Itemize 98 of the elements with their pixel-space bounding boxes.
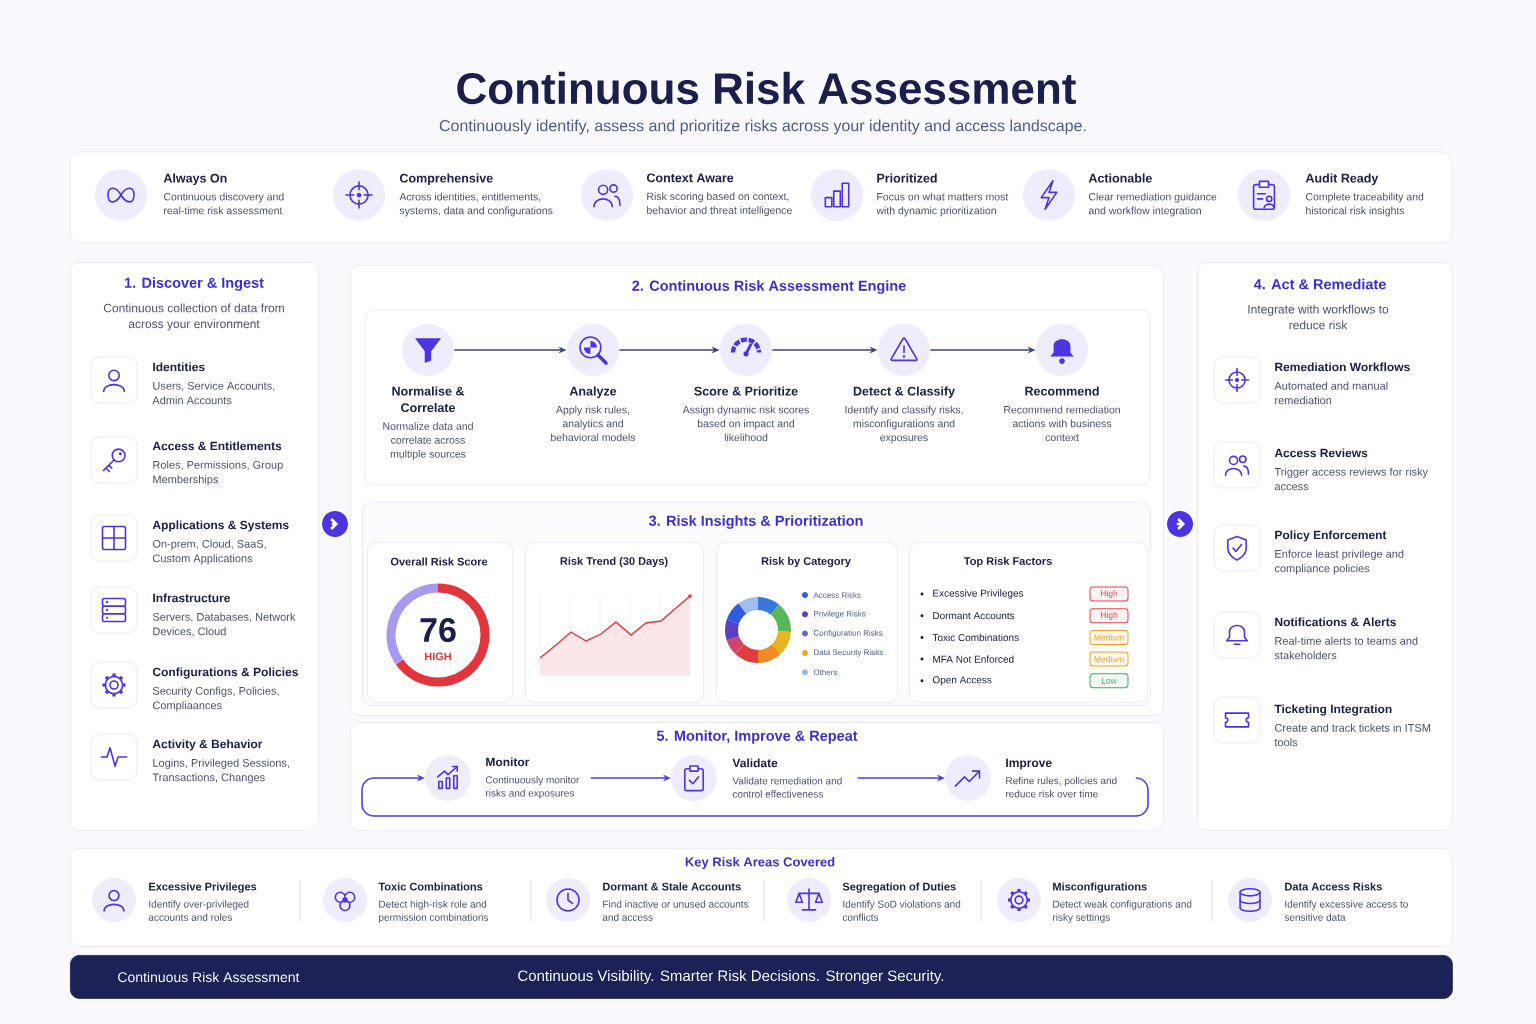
title: Continuous Risk Assessment bbox=[457, 71, 1076, 105]
item-title: Validate bbox=[732, 758, 778, 768]
item-title: Policy Enforcement bbox=[1275, 530, 1387, 542]
chevron-arrow bbox=[1167, 511, 1193, 537]
legend-label: Data Security Risks bbox=[814, 649, 883, 657]
card-heading: Top Risk Factors bbox=[963, 556, 1052, 568]
chevron-arrow bbox=[322, 511, 348, 537]
legend-label: Access Risks bbox=[813, 592, 861, 598]
step-description: Identify and classify risks, misconfigurations and exposures bbox=[845, 405, 963, 444]
item-description: Across identities, entitlements, systems, data and configurations bbox=[399, 192, 553, 217]
section-heading: 1. Discover & Ingest bbox=[124, 277, 264, 291]
legend-label: Configuration Risks bbox=[813, 629, 883, 638]
item-description: Complete traceability and historical risk insights bbox=[1305, 192, 1424, 217]
severity-badge: Medium bbox=[1089, 651, 1129, 667]
step-description: Apply risk rules, analytics and behavioral models bbox=[551, 405, 636, 442]
step-title: Score & Prioritize bbox=[694, 386, 798, 396]
item-description: Trigger access reviews for risky access bbox=[1274, 467, 1428, 491]
item-title: Monitor bbox=[486, 757, 530, 767]
step-title: Analyze bbox=[569, 386, 617, 399]
item-title: Audit Ready bbox=[1305, 173, 1379, 186]
item-description: Detect weak configurations and risky settings bbox=[1053, 900, 1192, 923]
severity-badge: High bbox=[1089, 608, 1129, 624]
item-title: Configurations & Policies bbox=[152, 667, 298, 679]
section-heading: 5. Monitor, Improve & Repeat bbox=[656, 730, 858, 744]
loop-arrow bbox=[361, 774, 1149, 817]
item-description: Identify over-privileged accounts and roles bbox=[148, 900, 249, 921]
item-description: Logins, Privileged Sessions, Transactions, Changes bbox=[152, 758, 289, 784]
item-description: Servers, Databases, Network Devices, Cloud bbox=[152, 612, 296, 637]
item-title: Data Access Risks bbox=[1285, 882, 1382, 891]
risk-factor: MFA Not Enforced bbox=[920, 655, 1014, 663]
item-title: Segregation of Duties bbox=[842, 882, 956, 893]
item-title: Always On bbox=[163, 173, 227, 186]
risk-factor: Toxic Combinations bbox=[920, 633, 1019, 642]
severity-badge: Medium bbox=[1089, 629, 1129, 645]
severity-badge: High bbox=[1089, 586, 1129, 602]
item-description: Automated and manual remediation bbox=[1274, 381, 1388, 405]
item-description: Enforce least privilege and compliance policies bbox=[1274, 549, 1404, 575]
item-description: Continuous discovery and real-time risk assessment bbox=[163, 192, 284, 215]
item-title: Access Reviews bbox=[1274, 448, 1368, 458]
item-description: Users, Service Accounts, Admin Accounts bbox=[152, 381, 275, 405]
subtitle: Continuously identify, assess and prioritize risks across your identity and access landscape. bbox=[439, 119, 1086, 135]
item-title: Dormant & Stale Accounts bbox=[603, 882, 741, 891]
section-heading: 2. Continuous Risk Assessment Engine bbox=[632, 280, 906, 294]
item-title: Improve bbox=[1006, 758, 1052, 770]
tagline: Continuous Visibility. Smarter Risk Decisions. Stronger Security. bbox=[518, 970, 944, 984]
item-title: Access & Entitlements bbox=[152, 441, 282, 451]
item-description: Validate remediation and control effectiveness bbox=[732, 777, 842, 798]
step-description: Normalize data and correlate across multiple sources bbox=[383, 422, 473, 460]
item-title: Actionable bbox=[1088, 173, 1152, 183]
risk-factor: Excessive Privileges bbox=[920, 589, 1024, 599]
item-title: Excessive Privileges bbox=[149, 882, 257, 893]
step-title: Recommend bbox=[1025, 386, 1099, 396]
step-description: Assign dynamic risk scores based on impact and likelihood bbox=[682, 405, 809, 442]
item-description: Real-time alerts to teams and stakeholders bbox=[1274, 636, 1418, 660]
risk-factor: Dormant Accounts bbox=[920, 612, 1015, 620]
item-description: Roles, Permissions, Group Memberships bbox=[153, 460, 283, 486]
section-description: Integrate with workflows to reduce risk bbox=[1248, 304, 1389, 330]
legend-label: Others bbox=[813, 669, 838, 676]
item-description: Find inactive or unused accounts and access bbox=[602, 900, 749, 921]
score-level: HIGH bbox=[425, 652, 452, 661]
item-description: Identify excessive access to sensitive data bbox=[1284, 900, 1408, 921]
section-heading: 3. Risk Insights & Prioritization bbox=[648, 515, 863, 529]
item-description: Continuously monitor risks and exposures bbox=[485, 776, 580, 799]
item-description: Create and track tickets in ITSM tools bbox=[1274, 723, 1430, 747]
score-value: 76 bbox=[420, 617, 456, 643]
footer-title: Continuous Risk Assessment bbox=[118, 971, 300, 983]
section-heading: 4. Act & Remediate bbox=[1253, 278, 1386, 290]
card-heading: Risk by Category bbox=[761, 556, 851, 568]
section-description: Continuous collection of data from across your environment bbox=[103, 303, 284, 331]
step-description: Recommend remediation actions with business context bbox=[1004, 405, 1120, 442]
card-heading: Risk Trend (30 Days) bbox=[560, 556, 668, 568]
item-title: Comprehensive bbox=[399, 173, 493, 186]
section-heading: Key Risk Areas Covered bbox=[685, 856, 835, 870]
item-title: Context Aware bbox=[646, 173, 734, 183]
item-description: On-prem, Cloud, SaaS, Custom Applications bbox=[152, 539, 266, 565]
item-title: Infrastructure bbox=[153, 593, 230, 603]
risk-factor: Open Access bbox=[920, 676, 992, 686]
item-title: Remediation Workflows bbox=[1275, 362, 1410, 372]
item-title: Identities bbox=[153, 362, 205, 372]
legend-label: Privilege Risks bbox=[814, 610, 866, 619]
step-title: Normalise & Correlate bbox=[392, 386, 465, 413]
item-title: Notifications & Alerts bbox=[1275, 617, 1396, 627]
item-title: Toxic Combinations bbox=[378, 882, 483, 891]
item-description: Focus on what matters most with dynamic prioritization bbox=[876, 192, 1009, 217]
item-title: Prioritized bbox=[877, 173, 937, 183]
item-description: Security Configs, Policies, Compliaances bbox=[152, 686, 279, 712]
item-title: Activity & Behavior bbox=[152, 739, 263, 751]
item-description: Identify SoD violations and conflicts bbox=[842, 900, 961, 921]
item-title: Ticketing Integration bbox=[1274, 704, 1392, 716]
item-title: Applications & Systems bbox=[152, 520, 289, 532]
card-heading: Overall Risk Score bbox=[390, 557, 488, 566]
item-title: Misconfigurations bbox=[1053, 882, 1147, 893]
item-description: Risk scoring based on context, behavior and threat intelligence bbox=[647, 192, 792, 217]
item-description: Clear remediation guidance and workflow integration bbox=[1088, 192, 1217, 217]
item-description: Refine rules, policies and reduce risk over time bbox=[1006, 776, 1117, 798]
step-title: Detect & Classify bbox=[853, 386, 955, 399]
severity-badge: Low bbox=[1089, 673, 1129, 689]
item-description: Detect high-risk role and permission combinations bbox=[379, 900, 489, 923]
